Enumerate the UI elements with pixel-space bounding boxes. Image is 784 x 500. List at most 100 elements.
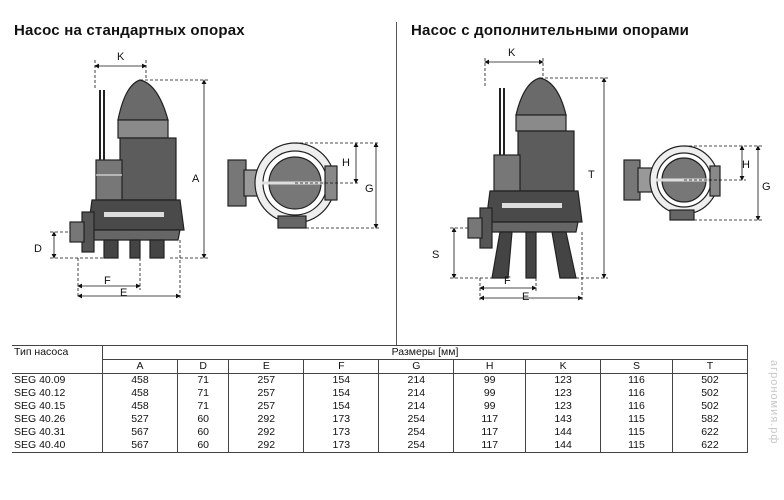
table-cell: 458: [102, 400, 178, 413]
header-dimensions: Размеры [мм]: [102, 345, 748, 360]
table-cell: 502: [671, 400, 749, 413]
table-cell: 622: [671, 439, 749, 453]
pump-model-name: SEG 40.26: [12, 413, 103, 426]
column-header: S: [600, 359, 673, 374]
table-cell: 292: [228, 413, 305, 426]
column-header: E: [228, 359, 305, 374]
table-cell: 116: [600, 387, 673, 400]
column-header: T: [671, 359, 749, 374]
dim-label-t: T: [588, 169, 595, 181]
table-cell: 115: [600, 426, 673, 439]
pump-model-name: SEG 40.15: [12, 400, 103, 413]
header-pump-type: Тип насоса: [12, 345, 103, 374]
table-cell: 292: [228, 439, 305, 453]
table-cell: 123: [525, 400, 602, 413]
table-cell: 154: [303, 400, 380, 413]
table-cell: 117: [453, 439, 527, 453]
table-cell: 254: [378, 439, 455, 453]
pump-drawings: K A D F E H G: [34, 47, 771, 303]
dim-label-e: E: [120, 287, 127, 299]
table-cell: 99: [453, 373, 527, 387]
dimension-lines-right: [450, 58, 608, 301]
column-header: D: [176, 359, 230, 374]
table-cell: 173: [303, 426, 380, 439]
table-cell: 567: [102, 426, 178, 439]
dim-label-a: A: [192, 173, 200, 185]
table-cell: 582: [671, 413, 749, 426]
pump-side-view-standard: [69, 79, 185, 259]
table-cell: 527: [102, 413, 178, 426]
dim-label-h: H: [742, 159, 750, 171]
dim-label-k: K: [508, 47, 516, 59]
section-title-additional: Насос с дополнительными опорами: [411, 22, 690, 39]
table-cell: 173: [303, 439, 380, 453]
table-cell: 154: [303, 373, 380, 387]
table-cell: 144: [525, 426, 602, 439]
table-cell: 60: [176, 426, 230, 439]
table-cell: 117: [453, 426, 527, 439]
table-cell: 123: [525, 373, 602, 387]
column-header: F: [303, 359, 380, 374]
pump-model-name: SEG 40.40: [12, 439, 103, 453]
table-cell: 254: [378, 426, 455, 439]
table-cell: 123: [525, 387, 602, 400]
table-cell: 214: [378, 387, 455, 400]
table-cell: 458: [102, 373, 178, 387]
table-cell: 257: [228, 387, 305, 400]
table-cell: 115: [600, 439, 673, 453]
table-cell: 254: [378, 413, 455, 426]
table-cell: 144: [525, 439, 602, 453]
table-cell: 116: [600, 373, 673, 387]
table-cell: 71: [176, 400, 230, 413]
column-header: K: [525, 359, 602, 374]
table-cell: 117: [453, 413, 527, 426]
table-cell: 99: [453, 387, 527, 400]
table-cell: 154: [303, 387, 380, 400]
dim-label-h: H: [342, 157, 350, 169]
table-cell: 116: [600, 400, 673, 413]
dimension-lines-top-left: [295, 142, 380, 229]
table-cell: 71: [176, 373, 230, 387]
dimension-lines-left: [50, 60, 208, 299]
section-divider: [396, 22, 397, 345]
dim-label-g: G: [365, 183, 374, 195]
dim-label-f: F: [504, 275, 511, 287]
table-cell: 502: [671, 387, 749, 400]
watermark: агрономия.рф: [768, 360, 780, 445]
pump-model-name: SEG 40.12: [12, 387, 103, 400]
table-cell: 173: [303, 413, 380, 426]
table-cell: 60: [176, 439, 230, 453]
table-cell: 458: [102, 387, 178, 400]
column-header: H: [453, 359, 527, 374]
table-header-row-group: Тип насоса Размеры [мм]: [12, 345, 748, 374]
table-cell: 99: [453, 400, 527, 413]
table-cell: 292: [228, 426, 305, 439]
table-cell: 622: [671, 426, 749, 439]
pump-model-name: SEG 40.31: [12, 426, 103, 439]
table-cell: 143: [525, 413, 602, 426]
table-cell: 502: [671, 373, 749, 387]
dimension-lines-top-right: [684, 145, 762, 221]
pump-side-view-additional: [467, 77, 583, 279]
table-cell: 115: [600, 413, 673, 426]
column-header: G: [378, 359, 455, 374]
table-cell: 257: [228, 400, 305, 413]
table-cell: 257: [228, 373, 305, 387]
table-cell: 214: [378, 400, 455, 413]
table-cell: 214: [378, 373, 455, 387]
dim-label-f: F: [104, 275, 111, 287]
dim-label-k: K: [117, 51, 125, 63]
dim-label-e: E: [522, 291, 529, 303]
table-cell: 567: [102, 439, 178, 453]
table-cell: 60: [176, 413, 230, 426]
dim-label-g: G: [762, 181, 771, 193]
